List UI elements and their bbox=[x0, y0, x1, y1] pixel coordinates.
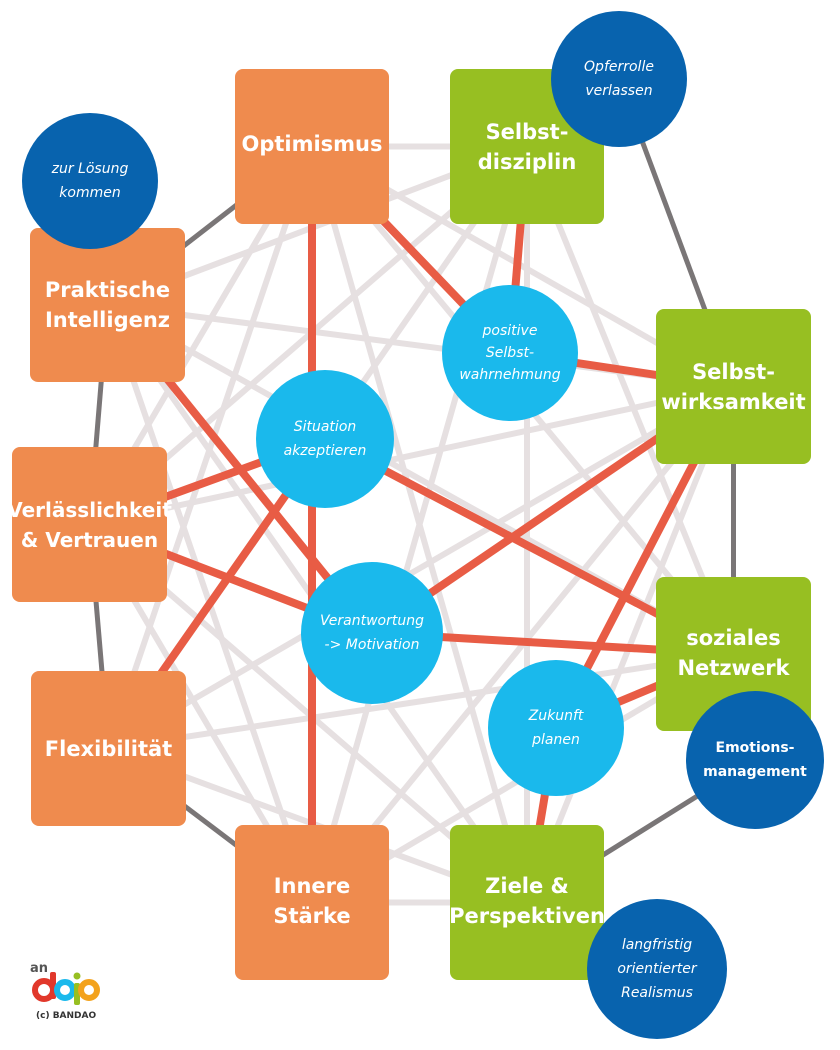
logo-letter-o2 bbox=[78, 979, 100, 1001]
box-optimismus: Optimismus bbox=[235, 69, 389, 224]
box-label: Flexibilität bbox=[44, 736, 173, 761]
box-label: Selbst- disziplin bbox=[477, 120, 577, 174]
faint-link-selbstdisziplin-soziales-netzwerk bbox=[524, 145, 737, 656]
logo-text-small: an bbox=[30, 961, 48, 976]
box-label: Optimismus bbox=[241, 132, 383, 156]
circle-zur-loesung-kommen: zur Lösung kommen bbox=[22, 113, 158, 249]
box-praktische-intelligenz: Praktische Intelligenz bbox=[30, 228, 185, 382]
circle-emotionsmanagement: Emotions- management bbox=[686, 691, 824, 829]
circle-zukunft-planen: Zukunft planen bbox=[488, 660, 624, 796]
circle-label: Situation akzeptieren bbox=[283, 419, 367, 459]
faint-link-selbstdisziplin-innere-staerke bbox=[309, 145, 530, 904]
box-innere-staerke: Innere Stärke bbox=[235, 825, 389, 980]
circle-label: positive Selbst- wahrnehmung bbox=[459, 323, 561, 383]
box-label: Verlässlichkeit & Vertrauen bbox=[7, 497, 172, 552]
box-ziele-perspektiven: Ziele & Perspektiven bbox=[449, 825, 605, 980]
box-label: Praktische Intelligenz bbox=[44, 278, 171, 332]
circle-label: Opferrolle verlassen bbox=[584, 59, 654, 99]
box-label: Selbst- wirksamkeit bbox=[661, 359, 806, 414]
circle-langfristig-realismus: langfristig orientierter Realismus bbox=[587, 899, 727, 1039]
circle-positive-selbstwahrnehmung: positive Selbst- wahrnehmung bbox=[442, 285, 578, 421]
circle-label: Verantwortung -> Motivation bbox=[320, 613, 424, 653]
faint-link-flexibilitaet-selbstwirksamkeit bbox=[106, 383, 736, 752]
circle-verantwortung-motivation: Verantwortung -> Motivation bbox=[301, 562, 443, 704]
faint-link-layer bbox=[86, 143, 737, 906]
box-label: Ziele & Perspektiven bbox=[449, 874, 605, 928]
circle-label: Zukunft planen bbox=[528, 708, 584, 748]
circle-label: zur Lösung kommen bbox=[51, 161, 129, 201]
andojo-logo: an bbox=[30, 961, 100, 1005]
box-flexibilitaet: Flexibilität bbox=[31, 671, 186, 826]
circle-label: Emotions- management bbox=[703, 740, 807, 780]
box-label: Innere Stärke bbox=[273, 874, 351, 928]
circle-label: langfristig orientierter Realismus bbox=[617, 937, 697, 1001]
box-label: soziales Netzwerk bbox=[677, 626, 790, 680]
box-selbstwirksamkeit: Selbst- wirksamkeit bbox=[656, 309, 811, 464]
circle-opferrolle-verlassen: Opferrolle verlassen bbox=[551, 11, 687, 147]
circle-situation-akzeptieren: Situation akzeptieren bbox=[256, 370, 394, 508]
copyright-text: (c) BANDAO bbox=[36, 1011, 97, 1021]
logo-letter-j-dot bbox=[73, 972, 81, 980]
faint-link-verlaesslichkeit-selbstwirksamkeit bbox=[88, 383, 735, 528]
logo-letter-o bbox=[54, 979, 76, 1001]
faint-link-flexibilitaet-soziales-netzwerk bbox=[108, 651, 734, 752]
box-verlaesslichkeit: Verlässlichkeit & Vertrauen bbox=[7, 447, 172, 602]
